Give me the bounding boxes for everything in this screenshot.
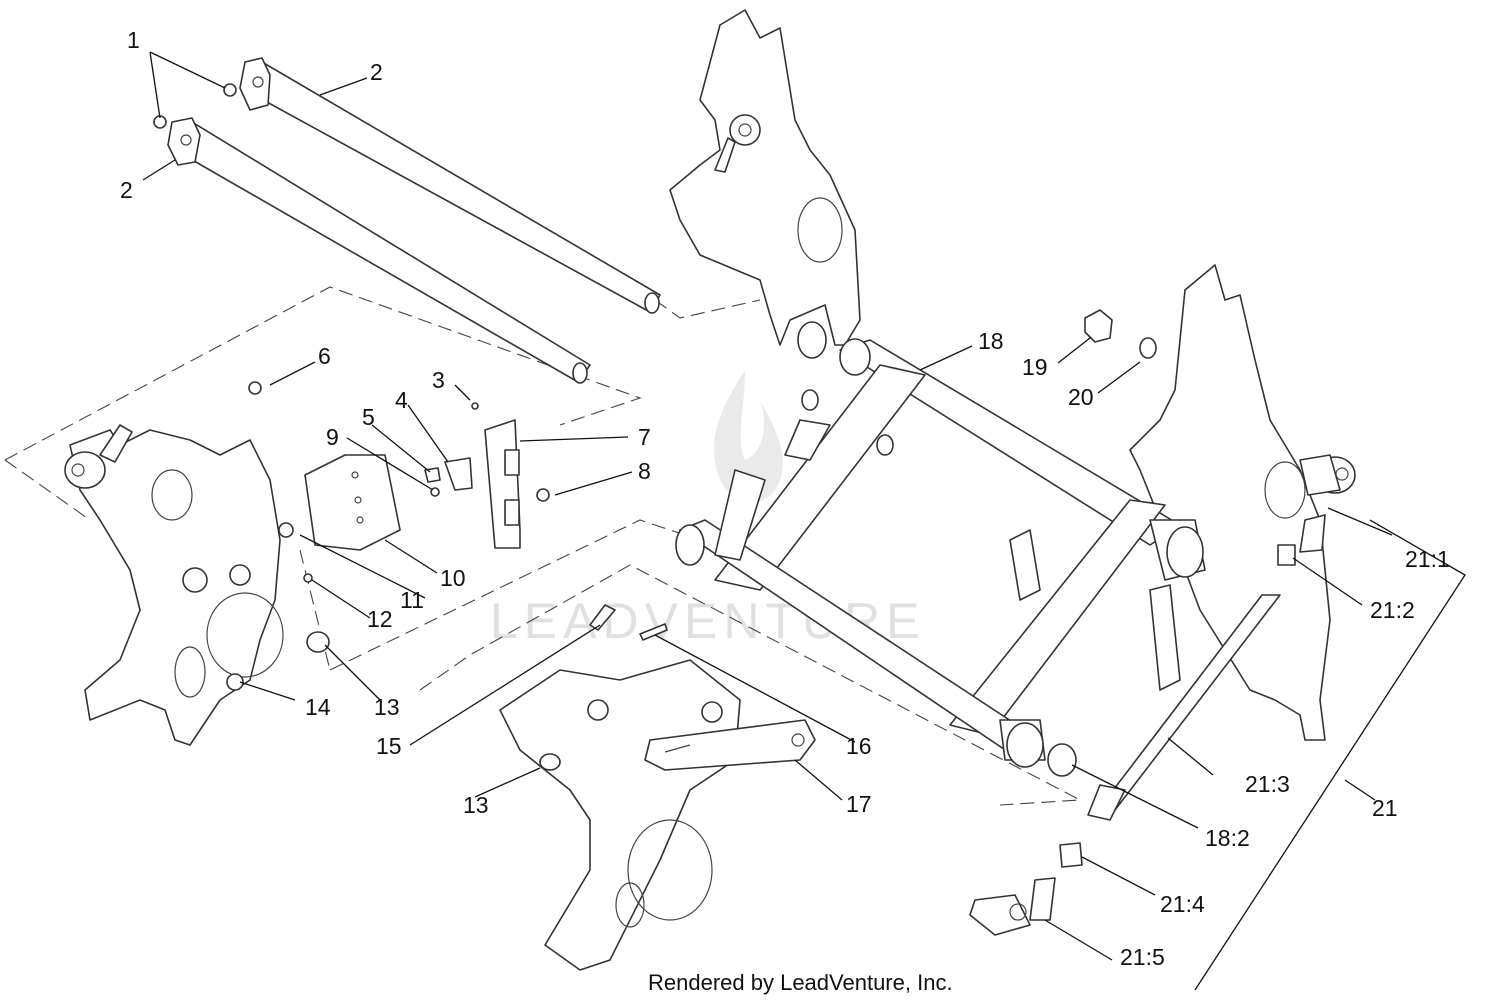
switch-bracket-7 <box>471 402 550 549</box>
callout-4: 4 <box>395 387 408 413</box>
callout-20: 20 <box>1068 384 1094 410</box>
callout-2-upper: 2 <box>370 59 383 85</box>
bracket-10 <box>278 454 401 583</box>
callout-10: 10 <box>440 565 466 591</box>
watermark-flame-icon <box>714 370 783 503</box>
right-side-plate <box>1129 264 1356 741</box>
callout-19: 19 <box>1022 354 1048 380</box>
callout-15: 15 <box>376 733 402 759</box>
callout-21-1: 21:1 <box>1405 546 1450 572</box>
callout-2-lower: 2 <box>120 177 133 203</box>
callout-9: 9 <box>326 424 339 450</box>
callout-21-4: 21:4 <box>1160 891 1205 917</box>
left-side-plate <box>64 424 330 746</box>
arm-17 <box>644 719 816 771</box>
callout-3: 3 <box>432 367 445 393</box>
leader-lines <box>142 51 1466 991</box>
callout-8: 8 <box>638 458 651 484</box>
callout-21-3: 21:3 <box>1245 771 1290 797</box>
callout-6: 6 <box>318 343 331 369</box>
callout-21-2: 21:2 <box>1370 597 1415 623</box>
center-lower-plate <box>499 604 741 971</box>
switch-4-5 <box>248 381 473 497</box>
callout-14: 14 <box>305 694 331 720</box>
callout-7: 7 <box>638 424 651 450</box>
rod-lower <box>167 117 591 384</box>
callout-21: 21 <box>1372 795 1398 821</box>
callout-12: 12 <box>367 606 393 632</box>
nut-washer-19-20 <box>1084 309 1157 359</box>
callout-18-2: 18:2 <box>1205 825 1250 851</box>
frame-assembly <box>675 338 1206 777</box>
callout-21-5: 21:5 <box>1120 944 1165 970</box>
callout-18: 18 <box>978 328 1004 354</box>
tie-rod-assembly <box>969 514 1326 936</box>
callout-11: 11 <box>400 587 424 613</box>
callout-13-left: 13 <box>374 694 400 720</box>
callout-1: 1 <box>127 27 140 53</box>
footer-credit: Rendered by LeadVenture, Inc. <box>648 970 953 995</box>
right-upper-plate <box>669 9 861 359</box>
rod-upper <box>239 57 661 314</box>
callout-16: 16 <box>846 733 872 759</box>
callout-13-center: 13 <box>463 792 489 818</box>
nuts-1 <box>153 83 237 129</box>
callout-17: 17 <box>846 791 872 817</box>
callout-labels: 1 2 2 3 4 5 6 7 8 9 10 11 12 13 13 14 15… <box>120 27 1450 970</box>
callout-5: 5 <box>362 404 375 430</box>
